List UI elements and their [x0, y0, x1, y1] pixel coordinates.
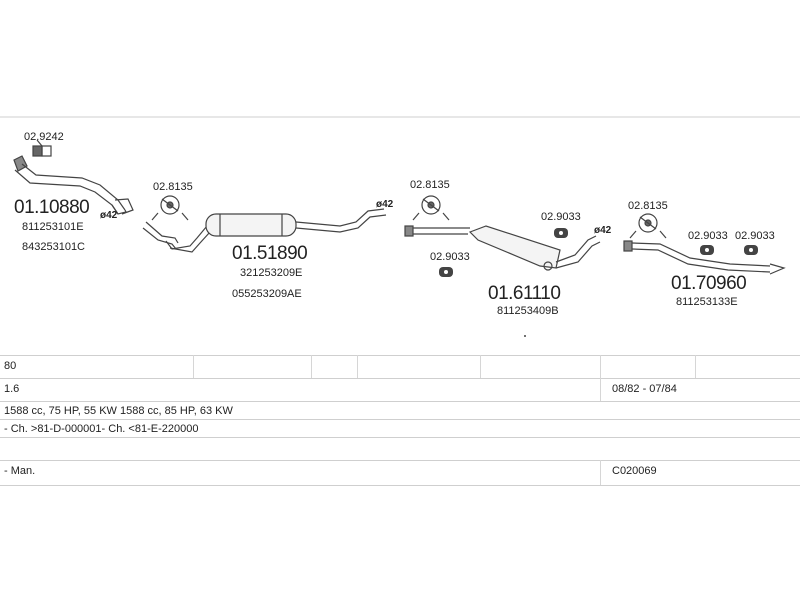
row-engine-size: 1.6 — [4, 383, 20, 395]
middle-silencer-oe-1: 321253209E — [240, 267, 303, 279]
dot-mark — [524, 335, 526, 337]
tail-pipe-code: 01.70960 — [671, 273, 747, 294]
table-divider — [480, 355, 481, 378]
front-pipe-code: 01.10880 — [14, 197, 90, 218]
table-divider — [311, 355, 312, 378]
diameter-3: ø42 — [594, 225, 612, 236]
clamp-2-code: 02.8135 — [410, 179, 450, 191]
rear-silencer-oe: 811253409B — [497, 305, 559, 317]
mount-1-icon — [554, 228, 568, 238]
tail-pipe-drawing — [623, 240, 786, 275]
front-pipe-drawing — [13, 155, 134, 215]
clamp-2-icon — [412, 195, 450, 221]
middle-silencer-drawing — [142, 208, 387, 253]
row-transmission: - Man. — [4, 465, 36, 477]
mount-2-icon — [439, 267, 453, 277]
table-line — [0, 437, 800, 438]
mount-4-icon — [744, 245, 758, 255]
mount-4-code: 02.9033 — [735, 230, 775, 242]
mount-1-code: 02.9033 — [541, 211, 581, 223]
table-line — [0, 355, 800, 356]
front-pipe-oe-2: 843253101C — [22, 241, 86, 253]
clamp-3-icon — [629, 213, 667, 239]
table-divider — [600, 355, 601, 401]
row-kit-code: C020069 — [612, 465, 657, 477]
table-line — [0, 401, 800, 402]
table-divider — [695, 355, 696, 378]
rear-silencer-drawing — [404, 225, 601, 271]
row-chassis: - Ch. >81-D-000001- Ch. <81-E-220000 — [4, 423, 199, 435]
table-divider — [193, 355, 194, 378]
table-line — [0, 485, 800, 486]
table-line — [0, 419, 800, 420]
diameter-1: ø42 — [100, 210, 118, 221]
row-power: 1588 cc, 75 HP, 55 KW 1588 cc, 85 HP, 63… — [4, 405, 233, 417]
clamp-1-icon — [151, 195, 189, 221]
clamp-3-code: 02.8135 — [628, 200, 668, 212]
mount-3-icon — [700, 245, 714, 255]
table-divider — [600, 460, 601, 485]
mount-2-code: 02.9033 — [430, 251, 470, 263]
table-line — [0, 378, 800, 379]
row-date-range: 08/82 - 07/84 — [612, 383, 677, 395]
front-pipe-oe-1: 811253101E — [22, 221, 84, 233]
clamp-1-code: 02.8135 — [153, 181, 193, 193]
mount-3-code: 02.9033 — [688, 230, 728, 242]
row-year: 80 — [4, 360, 17, 372]
rear-silencer-code: 01.61110 — [488, 283, 561, 304]
tail-pipe-oe: 811253133E — [676, 296, 738, 308]
table-divider — [357, 355, 358, 378]
diameter-2: ø42 — [376, 199, 394, 210]
middle-silencer-code: 01.51890 — [232, 243, 308, 264]
table-line — [0, 460, 800, 461]
gasket-1-icon — [32, 139, 52, 157]
middle-silencer-oe-2: 055253209AE — [232, 288, 302, 300]
gasket-1-code: 02.9242 — [24, 131, 64, 143]
